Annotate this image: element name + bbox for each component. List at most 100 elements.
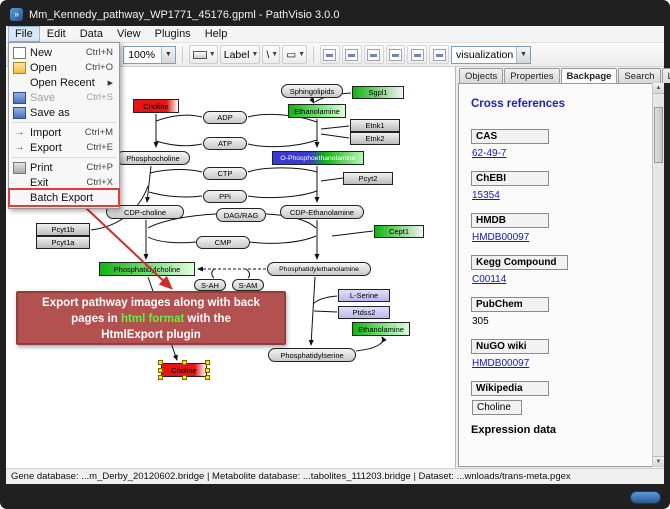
crossref-header: Wikipedia — [471, 381, 549, 396]
label-tool-dropdown[interactable]: Label ▼ — [219, 45, 261, 64]
menu-item-label: Print — [30, 161, 53, 174]
align-left-button[interactable] — [320, 45, 340, 64]
align-top-icon — [388, 48, 402, 61]
line-tool-glyph: \ — [266, 48, 270, 61]
menu-item-shortcut: Ctrl+N — [85, 47, 113, 58]
side-panel-tabs: ObjectsPropertiesBackpageSearchLegend — [457, 67, 670, 83]
menu-help[interactable]: Help — [204, 28, 228, 40]
status-bar: Gene database: ...m_Derby_20120602.bridg… — [6, 468, 664, 484]
blank-icon — [13, 192, 26, 204]
label-tool-text: Label — [223, 48, 250, 61]
menu-plugins[interactable]: Plugins — [154, 28, 191, 40]
menu-edit[interactable]: Edit — [46, 28, 66, 40]
scrollbar-thumb[interactable] — [654, 107, 663, 163]
file-menu-item-import[interactable]: Import Ctrl+M — [9, 125, 119, 140]
side-panel: ObjectsPropertiesBackpageSearchLegend Cr… — [457, 67, 670, 468]
menu-item-shortcut: Ctrl+M — [84, 127, 113, 138]
crossref-header: HMDB — [471, 213, 549, 228]
panel-scrollbar[interactable]: ▲ ▼ — [652, 83, 664, 467]
annotation-highlight: html format — [120, 313, 185, 325]
menu-view[interactable]: View — [116, 28, 141, 40]
tab-backpage[interactable]: Backpage — [560, 68, 618, 83]
datanode-tool-dropdown[interactable]: ▼ — [188, 45, 218, 64]
menu-separator — [12, 122, 116, 123]
tab-properties[interactable]: Properties — [504, 68, 560, 83]
align-right-button[interactable] — [363, 45, 384, 64]
crossref-section-chebi: ChEBI 15354 — [471, 168, 644, 201]
menu-item-label: Save — [30, 91, 56, 104]
align-top-button[interactable] — [385, 45, 406, 64]
align-center-button[interactable] — [341, 45, 362, 64]
chevron-down-icon: ▼ — [251, 51, 259, 58]
blank-icon — [13, 77, 26, 89]
crossref-value: 62-49-7 — [472, 148, 644, 159]
titlebar[interactable]: » Mm_Kennedy_pathway_WP1771_45176.gpml -… — [10, 5, 660, 24]
crossref-link[interactable]: C00114 — [472, 274, 507, 285]
file-menu-item-save-as[interactable]: Save as — [9, 105, 119, 120]
shape-tool-glyph: ▭ — [286, 48, 297, 61]
crossref-header: Kegg Compound — [471, 255, 568, 270]
align-center-icon — [345, 48, 359, 61]
menu-item-shortcut: Ctrl+E — [86, 142, 113, 153]
export-icon — [13, 142, 26, 154]
crossref-link[interactable]: HMDB00097 — [472, 232, 530, 243]
file-menu-item-open[interactable]: Open Ctrl+O — [9, 60, 119, 75]
crossref-link[interactable]: 15354 — [472, 190, 500, 201]
crossref-header: CAS — [471, 129, 549, 144]
annotation-callout: Export pathway images along with back pa… — [16, 291, 286, 345]
file-menu-item-new[interactable]: New Ctrl+N — [9, 45, 119, 60]
frame-badge — [630, 491, 661, 504]
stack-button[interactable] — [429, 45, 449, 64]
annotation-line1: Export pathway images along with back — [42, 297, 260, 309]
toolbar-separator — [181, 46, 183, 63]
scroll-down-icon[interactable]: ▼ — [653, 456, 664, 467]
line-tool-dropdown[interactable]: \ ▼ — [262, 45, 281, 64]
crossref-header: ChEBI — [471, 171, 549, 186]
crossref-value: 15354 — [472, 190, 644, 201]
zoom-value: 100% — [128, 48, 156, 61]
menu-data[interactable]: Data — [79, 28, 103, 40]
datanode-icon — [192, 50, 207, 59]
menu-item-label: Import — [30, 126, 62, 139]
crossref-link[interactable]: 62-49-7 — [472, 148, 507, 159]
crossref-section-hmdb: HMDB HMDB00097 — [471, 210, 644, 243]
file-menu-item-open-recent[interactable]: Open Recent ▶ — [9, 75, 119, 90]
status-text: Gene database: ...m_Derby_20120602.bridg… — [11, 471, 571, 482]
zoom-combobox[interactable]: 100% ▼ — [123, 45, 176, 64]
submenu-arrow-icon: ▶ — [107, 79, 113, 87]
menu-item-label: Open Recent — [30, 76, 95, 89]
saveas-icon — [13, 106, 26, 119]
menu-item-shortcut: Ctrl+X — [86, 177, 113, 188]
menu-item-label: New — [30, 46, 53, 59]
annotation-line2: pages in html format with the — [71, 313, 231, 325]
tab-legend[interactable]: Legend — [661, 68, 670, 83]
chevron-down-icon[interactable]: ▼ — [516, 46, 530, 63]
scroll-up-icon[interactable]: ▲ — [653, 83, 664, 94]
shape-tool-dropdown[interactable]: ▭ ▼ — [282, 45, 308, 64]
tab-search[interactable]: Search — [618, 68, 661, 83]
menu-file[interactable]: File — [8, 26, 40, 42]
visualization-combobox[interactable]: visualization ▼ — [451, 45, 531, 64]
menu-item-shortcut: Ctrl+O — [85, 62, 113, 73]
stack-icon — [432, 48, 446, 61]
file-menu-item-batch-export[interactable]: Batch Export — [8, 188, 120, 207]
align-right-icon — [367, 48, 381, 61]
app-icon: » — [10, 8, 23, 21]
tab-objects[interactable]: Objects — [459, 68, 504, 83]
align-bottom-button[interactable] — [407, 45, 428, 64]
chevron-down-icon[interactable]: ▼ — [160, 46, 175, 63]
menu-item-label: Open — [30, 61, 57, 74]
visualization-value: visualization — [456, 48, 514, 61]
crossref-link[interactable]: HMDB00097 — [472, 358, 530, 369]
blank-icon — [13, 177, 26, 189]
